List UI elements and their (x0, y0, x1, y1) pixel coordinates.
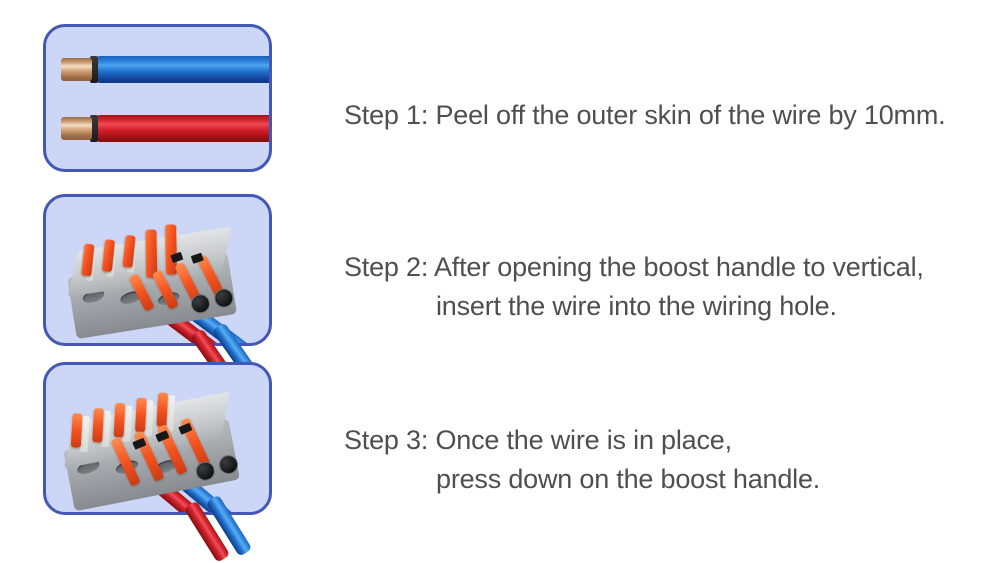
step-2-line-1: Step 2: After opening the boost handle t… (344, 252, 924, 282)
step-1-text: Step 1: Peel off the outer skin of the w… (344, 96, 946, 135)
step-1-line-1: Step 1: Peel off the outer skin of the w… (344, 100, 946, 130)
boost-handle-1-closed[interactable] (70, 413, 83, 448)
boost-handle-3-closed[interactable] (113, 402, 126, 438)
blue-wire-insulation-cut-edge (90, 56, 98, 83)
step-3-text: Step 3: Once the wire is in place, press… (344, 421, 820, 499)
red-wire-copper-conductor (61, 117, 92, 140)
step-2-illustration-canvas (46, 197, 269, 343)
red-wire-insulation-cut-edge (90, 115, 98, 142)
boost-handle-4-closed[interactable] (135, 397, 147, 433)
step-2-text: Step 2: After opening the boost handle t… (344, 248, 924, 326)
step-1-illustration-panel (43, 24, 272, 172)
step-3-line-2: press down on the boost handle. (436, 464, 821, 494)
boost-handle-4-open[interactable] (145, 229, 158, 278)
step-3-illustration-canvas (46, 365, 269, 512)
boost-handle-2-closed[interactable] (92, 408, 104, 443)
blue-wire-insulation (96, 56, 269, 83)
red-wire-insulation (96, 115, 269, 142)
step-3-line-1: Step 3: Once the wire is in place, (344, 425, 732, 455)
step-2-illustration-panel (43, 194, 272, 395)
step-2-line-2: insert the wire into the wiring hole. (436, 291, 837, 321)
wire-connector-block (50, 380, 259, 512)
blue-wire-copper-conductor (61, 58, 92, 81)
instruction-sheet: Step 1: Peel off the outer skin of the w… (43, 24, 946, 563)
boost-handle-5-closed[interactable] (156, 392, 169, 427)
wire-connector-block (56, 217, 257, 343)
step-3-illustration-panel (43, 362, 272, 563)
step-1-illustration-canvas (46, 27, 269, 169)
